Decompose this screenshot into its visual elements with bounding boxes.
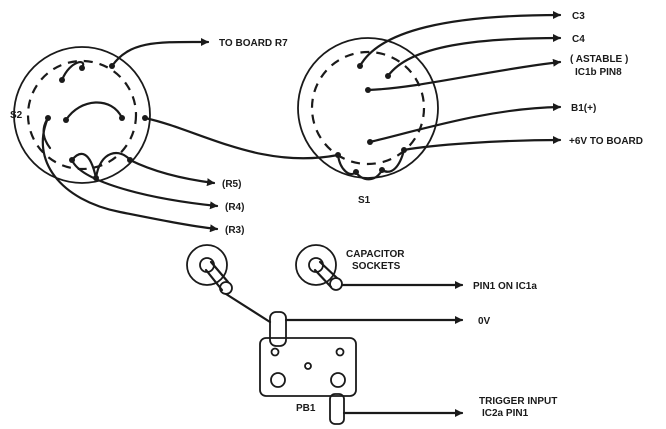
switch-s1-label: S1 bbox=[358, 195, 371, 206]
label-b1-plus: B1(+) bbox=[571, 103, 596, 114]
label-6v-to-board: +6V TO BOARD bbox=[569, 136, 643, 147]
wires-s1 bbox=[358, 11, 562, 152]
label-0v: 0V bbox=[478, 316, 491, 327]
label-trigger-input: TRIGGER INPUT bbox=[479, 396, 557, 407]
wire-socket-to-pb1 bbox=[224, 292, 272, 324]
switch-s2 bbox=[13, 46, 151, 184]
switch-s1-contacts bbox=[335, 63, 407, 175]
label-to-board-r7: TO BOARD R7 bbox=[219, 38, 288, 49]
pushbutton-pb1-label: PB1 bbox=[296, 403, 316, 414]
switch-s2-label: S2 bbox=[10, 110, 23, 121]
label-ic2a-pin1: IC2a PIN1 bbox=[482, 408, 529, 419]
label-r5: (R5) bbox=[222, 179, 241, 190]
label-r4: (R4) bbox=[225, 202, 244, 213]
label-pin1-on-ic1a: PIN1 ON IC1a bbox=[473, 281, 537, 292]
capacitor-sockets-label-line1: CAPACITOR bbox=[346, 249, 405, 260]
capacitor-socket-left bbox=[186, 244, 233, 295]
label-r3: (R3) bbox=[225, 225, 244, 236]
pushbutton-pb1 bbox=[259, 311, 357, 425]
label-ic1b-pin8: IC1b PIN8 bbox=[575, 67, 622, 78]
label-c4: C4 bbox=[572, 34, 585, 45]
capacitor-socket-right bbox=[295, 244, 343, 291]
wires-s2 bbox=[41, 37, 340, 233]
label-astable: ( ASTABLE ) bbox=[570, 54, 628, 65]
capacitor-sockets-label-line2: SOCKETS bbox=[352, 261, 401, 272]
label-c3: C3 bbox=[572, 11, 585, 22]
switch-s2-contacts bbox=[45, 63, 148, 181]
